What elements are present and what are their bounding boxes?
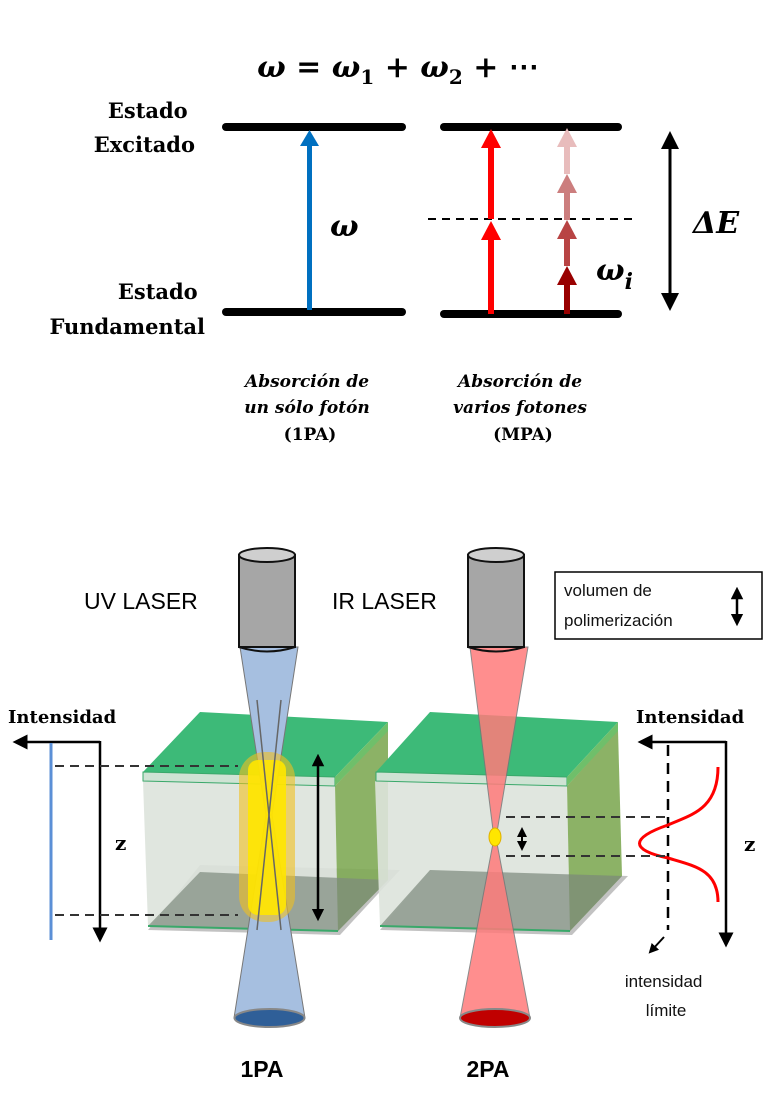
ir-spot bbox=[459, 1008, 531, 1028]
ir-beam bbox=[459, 646, 531, 1028]
threshold-pointer-arrow bbox=[648, 936, 665, 954]
caption-mpa: Absorción de varios fotones (MPA) bbox=[453, 372, 593, 445]
excited-state-label: Estado Excitado bbox=[94, 98, 195, 157]
caption-1pa: Absorción de un sólo fotón (1PA) bbox=[243, 372, 376, 445]
omega-label: ω bbox=[330, 209, 359, 244]
laser-diagram: UV LASER IR LASER volumen de polimerizac… bbox=[8, 547, 763, 1082]
threshold-label: intensidad límite bbox=[625, 972, 707, 1020]
label-1pa: 1PA bbox=[240, 1056, 283, 1082]
two-photon-arrows bbox=[481, 129, 501, 314]
one-photon-arrow bbox=[300, 130, 319, 310]
ir-laser-label: IR LASER bbox=[332, 588, 437, 614]
right-intensity-label: Intensidad bbox=[636, 707, 745, 728]
uv-spot bbox=[233, 1008, 306, 1028]
legend-box: volumen de polimerización bbox=[554, 571, 763, 640]
ir-objective bbox=[467, 547, 525, 653]
focus-column-1pa bbox=[239, 699, 295, 931]
uv-laser-label: UV LASER bbox=[84, 588, 198, 614]
label-2pa: 2PA bbox=[466, 1056, 509, 1082]
svg-text:volumen de polimerizac: volumen de polimerización bbox=[564, 581, 673, 630]
delta-e-label: ΔE bbox=[691, 206, 740, 241]
energy-diagram: ω = ω1 + ω2 + ⋯ Estado Excitado Estado F… bbox=[49, 50, 740, 445]
left-intensity-label: Intensidad bbox=[8, 707, 117, 728]
resin-block-2pa bbox=[375, 712, 628, 935]
ground-state-label: Estado Fundamental bbox=[49, 279, 205, 339]
uv-objective bbox=[238, 547, 296, 653]
right-z-label: z bbox=[744, 832, 755, 856]
multi-photon-arrows bbox=[557, 128, 577, 314]
omega-i-label: ωi bbox=[596, 253, 633, 295]
gaussian-intensity-profile bbox=[638, 766, 720, 903]
equation: ω = ω1 + ω2 + ⋯ bbox=[257, 50, 539, 89]
left-z-label: z bbox=[115, 831, 126, 855]
focal-voxel-2pa bbox=[488, 827, 502, 847]
